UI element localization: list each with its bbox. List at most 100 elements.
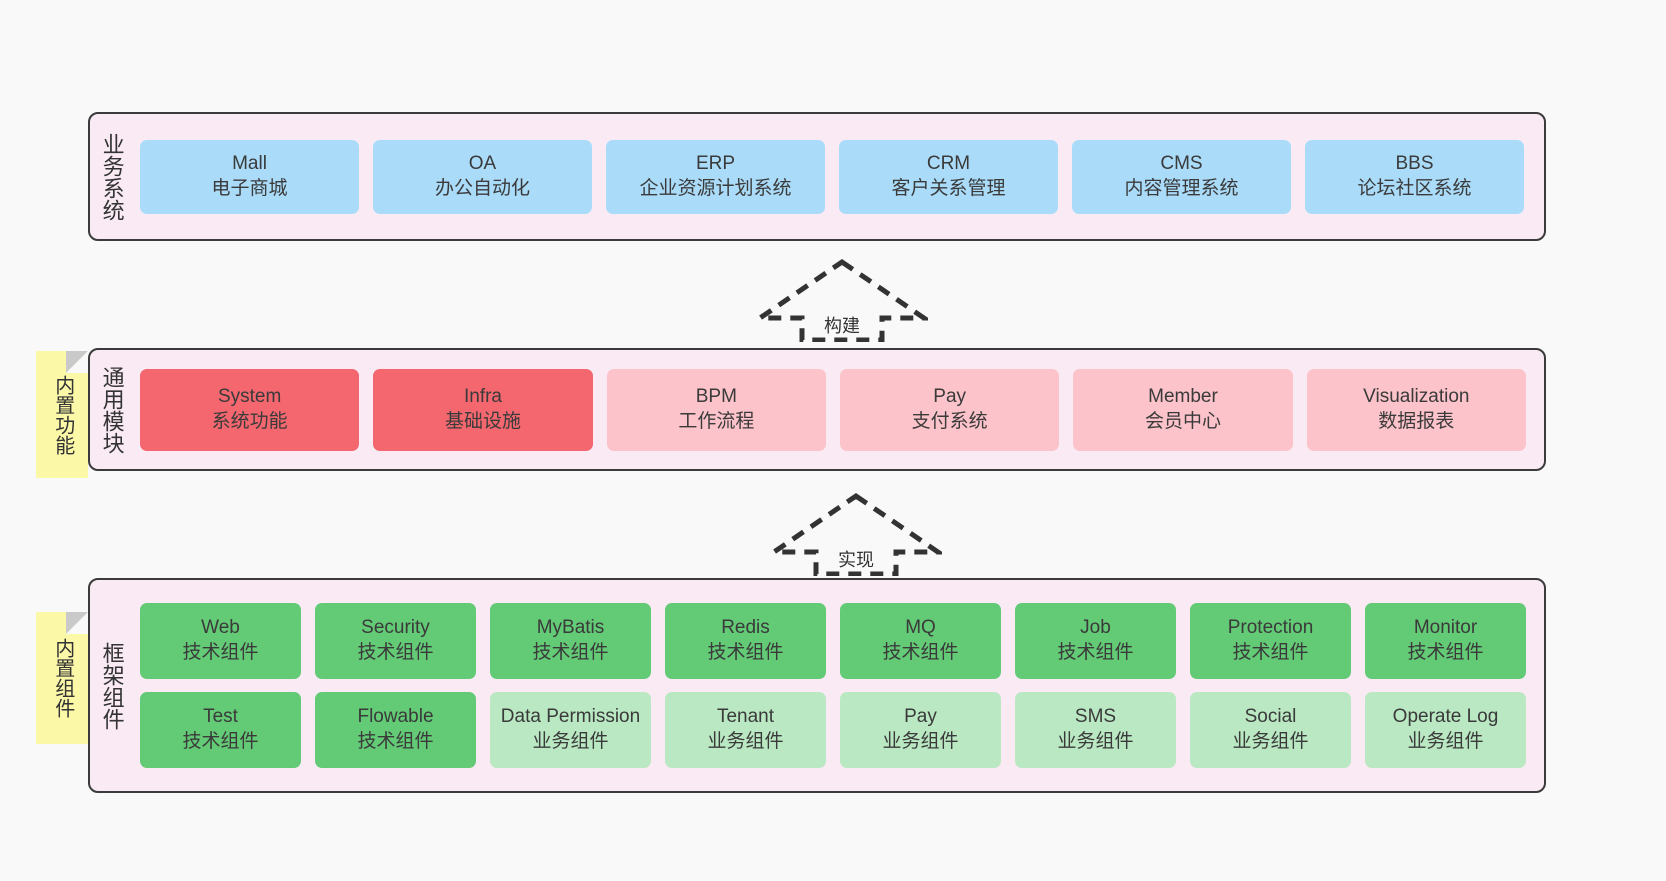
card-title: BPM (695, 385, 737, 407)
sticky-note-label: 内置组件 (51, 638, 74, 718)
layer-label-general-modules: 通用模块 (99, 365, 125, 454)
card-title: CRM (926, 152, 971, 174)
card-subtitle: 技术组件 (1232, 642, 1309, 663)
card-title: Protection (1227, 617, 1314, 639)
card-subtitle: 技术组件 (1407, 642, 1484, 663)
card-cms[interactable]: CMS 内容管理系统 (1072, 139, 1291, 214)
card-erp[interactable]: ERP 企业资源计划系统 (606, 139, 825, 214)
card-title: CMS (1160, 152, 1203, 174)
card-pay-component[interactable]: Pay 业务组件 (840, 692, 1001, 768)
card-mall[interactable]: Mall 电子商城 (140, 139, 359, 214)
card-subtitle: 业务组件 (1057, 731, 1134, 752)
card-title: SMS (1074, 706, 1117, 728)
card-title: Pay (933, 385, 967, 407)
card-row: Mall 电子商城 OA 办公自动化 ERP 企业资源计划系统 CRM 客户关系… (140, 139, 1524, 214)
card-data-permission[interactable]: Data Permission 业务组件 (490, 692, 651, 768)
card-subtitle: 技术组件 (1057, 642, 1134, 663)
card-bbs[interactable]: BBS 论坛社区系统 (1305, 139, 1524, 214)
card-title: MyBatis (536, 617, 605, 639)
card-protection[interactable]: Protection 技术组件 (1190, 603, 1351, 679)
card-title: Web (201, 617, 240, 639)
card-subtitle: 技术组件 (357, 642, 434, 663)
card-subtitle: 技术组件 (182, 731, 259, 752)
card-oa[interactable]: OA 办公自动化 (373, 139, 592, 214)
card-title: Flowable (357, 706, 434, 728)
card-subtitle: 技术组件 (357, 731, 434, 752)
card-subtitle: 支付系统 (911, 410, 988, 432)
card-system[interactable]: System 系统功能 (140, 368, 360, 451)
layer-body-framework-components: Web 技术组件 Security 技术组件 MyBatis 技术组件 Redi… (134, 580, 1544, 791)
card-subtitle: 业务组件 (1407, 731, 1484, 752)
card-monitor[interactable]: Monitor 技术组件 (1365, 603, 1526, 679)
card-title: Pay (904, 706, 937, 728)
card-subtitle: 基础设施 (444, 410, 521, 432)
card-subtitle: 业务组件 (707, 731, 784, 752)
card-web[interactable]: Web 技术组件 (140, 603, 301, 679)
card-title: Test (203, 706, 238, 728)
card-subtitle: 企业资源计划系统 (639, 177, 792, 199)
card-row: Test 技术组件 Flowable 技术组件 Data Permission … (140, 692, 1526, 768)
card-title: System (217, 385, 282, 407)
layer-body-business-systems: Mall 电子商城 OA 办公自动化 ERP 企业资源计划系统 CRM 客户关系… (134, 114, 1544, 239)
arrow-implement: 实现 (770, 492, 942, 576)
layer-label-framework-components: 框架组件 (99, 641, 125, 730)
card-mq[interactable]: MQ 技术组件 (840, 603, 1001, 679)
card-title: MQ (905, 617, 936, 639)
arrow-build: 构建 (756, 258, 928, 342)
card-subtitle: 内容管理系统 (1124, 177, 1239, 199)
card-redis[interactable]: Redis 技术组件 (665, 603, 826, 679)
layer-general-modules: 通用模块 System 系统功能 Infra 基础设施 BPM 工作流程 Pay… (88, 348, 1546, 471)
card-subtitle: 客户关系管理 (891, 177, 1006, 199)
card-title: Member (1148, 385, 1218, 407)
card-job[interactable]: Job 技术组件 (1015, 603, 1176, 679)
card-social[interactable]: Social 业务组件 (1190, 692, 1351, 768)
card-title: Tenant (716, 706, 775, 728)
card-operate-log[interactable]: Operate Log 业务组件 (1365, 692, 1526, 768)
card-test[interactable]: Test 技术组件 (140, 692, 301, 768)
card-title: Operate Log (1392, 706, 1499, 728)
card-title: Infra (463, 385, 502, 407)
card-member[interactable]: Member 会员中心 (1073, 368, 1293, 451)
card-title: OA (468, 152, 497, 174)
card-subtitle: 工作流程 (678, 410, 755, 432)
card-tenant[interactable]: Tenant 业务组件 (665, 692, 826, 768)
card-subtitle: 数据报表 (1378, 410, 1455, 432)
card-row: Web 技术组件 Security 技术组件 MyBatis 技术组件 Redi… (140, 603, 1526, 679)
layer-body-general-modules: System 系统功能 Infra 基础设施 BPM 工作流程 Pay 支付系统… (134, 350, 1544, 469)
card-subtitle: 会员中心 (1144, 410, 1221, 432)
card-title: Mall (232, 152, 267, 174)
card-sms[interactable]: SMS 业务组件 (1015, 692, 1176, 768)
card-flowable[interactable]: Flowable 技术组件 (315, 692, 476, 768)
card-title: Social (1244, 706, 1297, 728)
sticky-note-builtin-components: 内置组件 (36, 612, 88, 744)
card-subtitle: 技术组件 (882, 642, 959, 663)
card-title: Data Permission (500, 706, 641, 728)
card-subtitle: 业务组件 (1232, 731, 1309, 752)
card-title: BBS (1395, 152, 1434, 174)
layer-business-systems: 业务系统 Mall 电子商城 OA 办公自动化 ERP 企业资源计划系统 CRM… (88, 112, 1546, 241)
card-row: System 系统功能 Infra 基础设施 BPM 工作流程 Pay 支付系统… (140, 368, 1526, 451)
layer-framework-components: 框架组件 Web 技术组件 Security 技术组件 MyBatis 技术组件… (88, 578, 1546, 793)
card-subtitle: 办公自动化 (434, 177, 530, 199)
card-pay-module[interactable]: Pay 支付系统 (839, 368, 1060, 451)
card-title: ERP (695, 152, 736, 174)
card-title: Security (361, 617, 430, 639)
layer-label-business-systems: 业务系统 (99, 132, 125, 221)
card-mybatis[interactable]: MyBatis 技术组件 (490, 603, 651, 679)
card-infra[interactable]: Infra 基础设施 (373, 368, 593, 451)
card-title: Redis (721, 617, 770, 639)
card-security[interactable]: Security 技术组件 (315, 603, 476, 679)
card-bpm[interactable]: BPM 工作流程 (606, 368, 826, 451)
card-title: Monitor (1413, 617, 1478, 639)
sticky-note-builtin-features: 内置功能 (36, 351, 88, 478)
card-visualization[interactable]: Visualization 数据报表 (1306, 368, 1526, 451)
sticky-note-label: 内置功能 (51, 374, 74, 455)
card-subtitle: 技术组件 (532, 642, 609, 663)
card-title: Job (1080, 617, 1111, 639)
card-subtitle: 电子商城 (211, 177, 288, 199)
card-subtitle: 业务组件 (532, 731, 609, 752)
card-subtitle: 业务组件 (882, 731, 959, 752)
card-subtitle: 技术组件 (707, 642, 784, 663)
card-crm[interactable]: CRM 客户关系管理 (839, 139, 1058, 214)
